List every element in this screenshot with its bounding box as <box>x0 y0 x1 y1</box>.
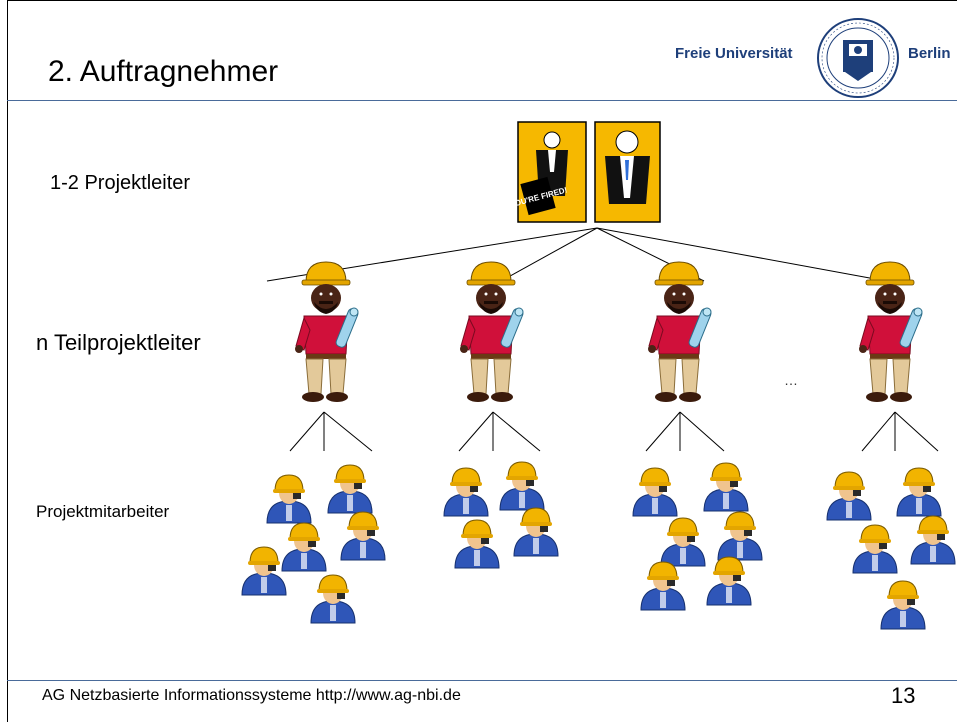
worker-group-2 <box>443 461 559 569</box>
worker-group-1 <box>241 464 386 624</box>
title-divider <box>7 100 957 101</box>
logo-text-right: Berlin <box>908 45 951 62</box>
footer-text: AG Netzbasierte Informationssysteme http… <box>42 687 461 704</box>
more-teams-ellipsis: … <box>784 372 798 388</box>
frame-left-border <box>7 0 8 722</box>
hierarchy-diagram: YOU'RE FIRED! <box>241 121 956 630</box>
university-logo: Freie Universität Berlin <box>675 17 955 99</box>
worker-group-4 <box>826 467 956 630</box>
slide-title: 2. Auftragnehmer <box>48 55 279 88</box>
subproject-leader-4-icon <box>858 261 924 403</box>
project-leader-1-icon: YOU'RE FIRED! <box>509 121 587 223</box>
connector-lines-top <box>266 227 887 282</box>
university-seal-icon <box>817 18 899 98</box>
level-label-middle: n Teilprojektleiter <box>36 330 201 355</box>
page-number: 13 <box>891 683 916 708</box>
footer-divider <box>7 680 957 681</box>
logo-text-left: Freie Universität <box>675 45 793 62</box>
level-label-top: 1-2 Projektleiter <box>50 172 191 194</box>
frame-top-border <box>7 0 957 1</box>
worker-group-3 <box>632 462 763 611</box>
project-leader-2-icon <box>594 121 661 223</box>
subproject-leader-3-icon <box>647 261 713 403</box>
subproject-leader-1-icon <box>294 261 360 403</box>
subproject-leader-2-icon <box>459 261 525 403</box>
level-label-bottom: Projektmitarbeiter <box>36 502 170 521</box>
connector-lines-bottom <box>289 411 939 452</box>
